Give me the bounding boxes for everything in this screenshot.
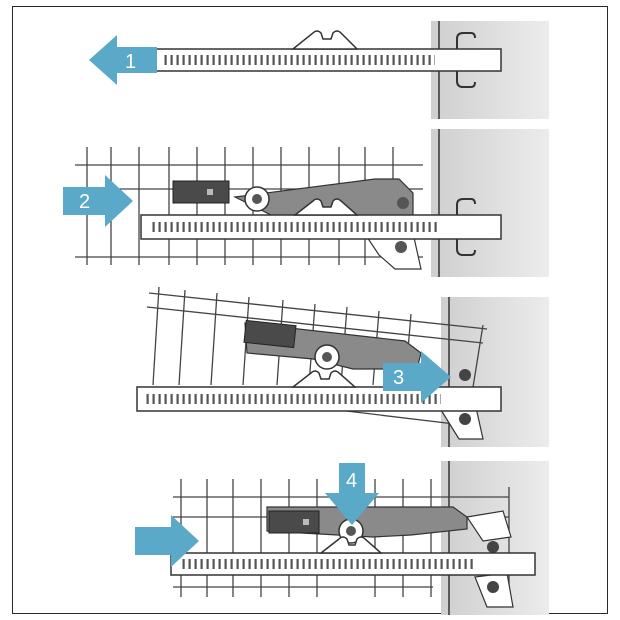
- rail-teeth: [145, 394, 441, 404]
- roller-right-top: [487, 541, 499, 553]
- step-number-1: 1: [125, 51, 136, 73]
- handle-mark: [207, 189, 213, 195]
- step-number-2: 2: [79, 191, 90, 213]
- roller-right-top: [459, 369, 471, 381]
- arrow-right-icon: [135, 515, 199, 567]
- step-number-4: 4: [346, 470, 357, 492]
- rail-stop: [292, 198, 359, 216]
- wall: [431, 129, 549, 277]
- panel-step-1: 1: [89, 21, 549, 119]
- release-handle: [243, 319, 297, 349]
- roller-right-bottom: [487, 581, 499, 593]
- rail-stop: [290, 30, 359, 50]
- release-handle: [172, 180, 230, 204]
- roller-right-bottom: [395, 241, 407, 253]
- panel-step-2: 2: [63, 129, 549, 277]
- roller-right-bottom: [459, 413, 471, 425]
- handle-mark: [303, 519, 309, 525]
- arrow-left-icon: [89, 35, 157, 85]
- wall-clip-top: [456, 32, 476, 49]
- panel-step-4: 4: [135, 461, 549, 615]
- roller: [322, 352, 332, 362]
- instruction-diagram: 1: [12, 6, 608, 615]
- rail-teeth: [163, 55, 435, 65]
- roller: [252, 194, 262, 204]
- rail-teeth: [149, 222, 439, 232]
- bracket-lower-tab: [465, 510, 512, 542]
- arrow-down-icon: [325, 463, 379, 525]
- rail-stop: [290, 370, 357, 388]
- arrow-right-icon: [63, 175, 133, 227]
- panel-step-3: 3: [136, 286, 549, 447]
- step-number-3: 3: [393, 367, 404, 389]
- release-handle: [268, 510, 320, 534]
- arrow-right-icon: [383, 351, 451, 403]
- roller: [346, 526, 356, 536]
- wall-clip-bottom: [456, 71, 476, 88]
- rail-stop: [318, 536, 383, 554]
- diagram-canvas: 1: [63, 21, 549, 615]
- rail-teeth: [179, 559, 475, 569]
- roller-right-top: [397, 197, 409, 209]
- wall-clip-top: [456, 198, 476, 215]
- wall-clip-bottom: [456, 239, 476, 256]
